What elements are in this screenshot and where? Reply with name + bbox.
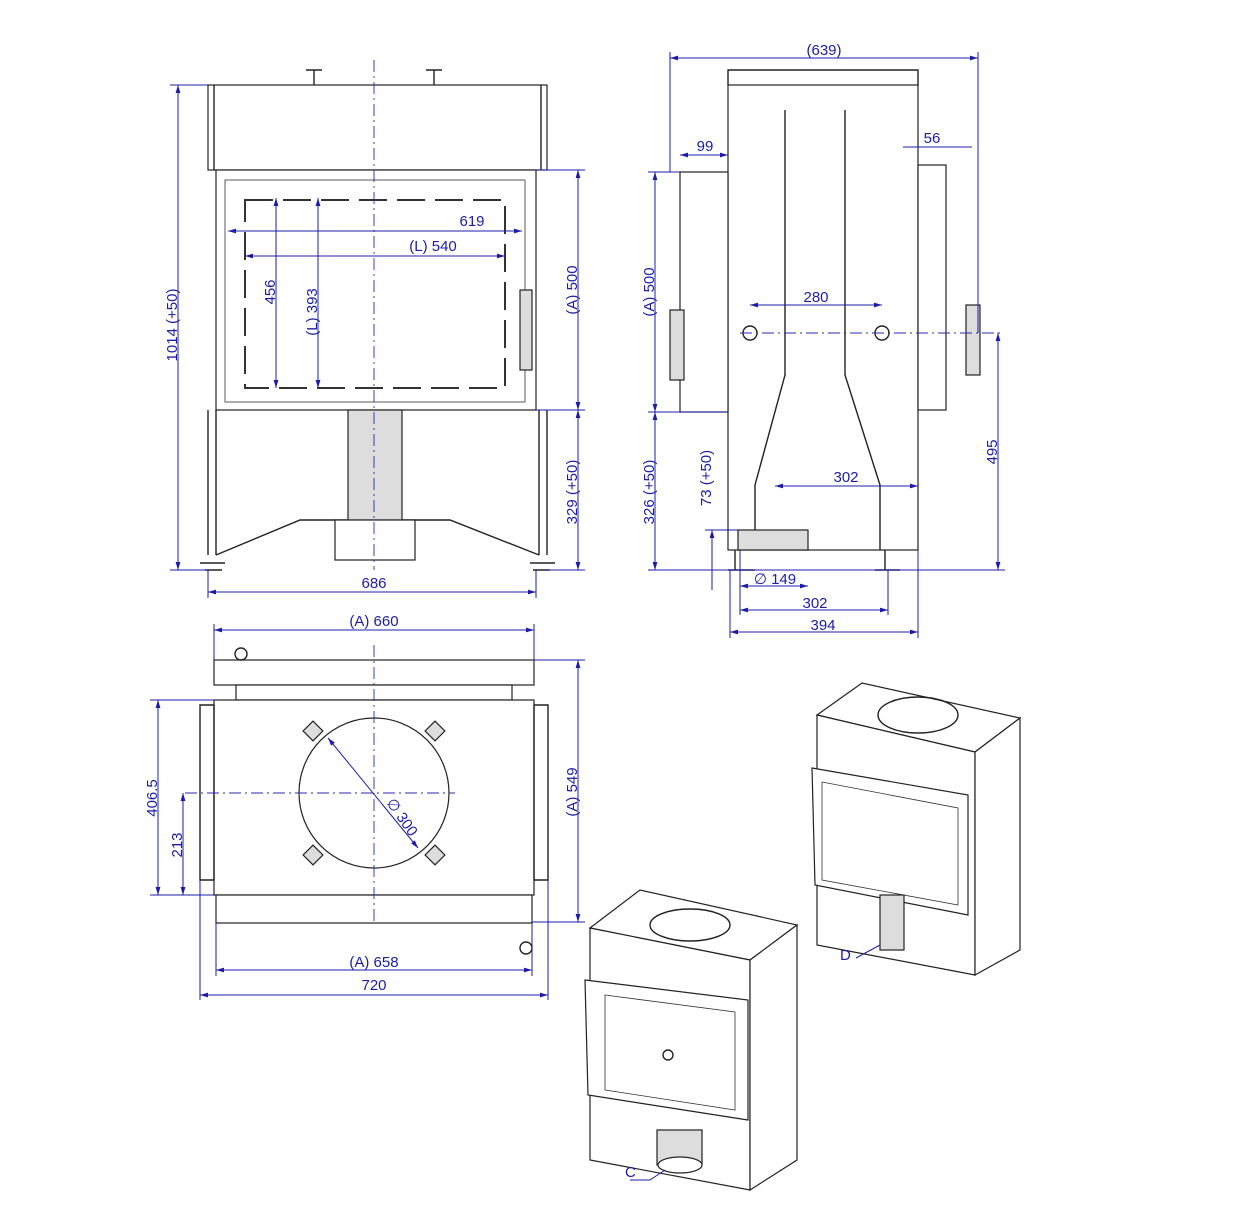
dim-glass-height: 456 — [262, 279, 279, 304]
dim-opening-height: (L) 393 — [304, 288, 321, 336]
label-c: C — [625, 1164, 636, 1181]
side-view-dimensions: (639) 99 56 280 302 495 (A) 500 326 (+50… — [641, 42, 1005, 638]
iso-view-rear: D — [811, 682, 1022, 977]
dim-width-total: 686 — [361, 575, 386, 592]
dim-depth-total: (639) — [806, 42, 841, 59]
iso-view-front: C — [584, 889, 799, 1192]
top-view — [185, 645, 549, 955]
dim-flue-offset: 302 — [833, 469, 858, 486]
dim-opening-width: (L) 540 — [409, 238, 457, 255]
dim-base-height: 329 (+50) — [564, 460, 581, 525]
dim-right-offset: 56 — [924, 130, 941, 147]
dim-air-inlet-height: 73 (+50) — [698, 450, 715, 506]
dim-left-offset: 99 — [697, 138, 714, 155]
dim-side-base-height: 326 (+50) — [641, 460, 658, 525]
dim-width-total: 720 — [361, 977, 386, 994]
dim-glass-width: 619 — [459, 213, 484, 230]
dim-height-total: 1014 (+50) — [164, 289, 181, 362]
dim-depth-total: (A) 549 — [564, 767, 581, 816]
dim-depth-rear: 406.5 — [144, 779, 161, 817]
dim-front-width: (A) 660 — [349, 613, 398, 630]
dim-base-depth: 394 — [810, 617, 835, 634]
dim-side-door-height: (A) 500 — [641, 267, 658, 316]
front-view — [200, 60, 555, 571]
dim-depth-center: 213 — [169, 832, 186, 857]
dim-air-inlet-diameter: ∅ 149 — [754, 571, 796, 588]
dim-door-height: (A) 500 — [564, 265, 581, 314]
dim-air-inlet-offset: 302 — [802, 595, 827, 612]
dim-connector-spacing: 280 — [803, 289, 828, 306]
dim-connector-height: 495 — [984, 439, 1001, 464]
label-d: D — [840, 947, 851, 964]
dim-inner-width: (A) 658 — [349, 954, 398, 971]
front-view-dimensions: 1014 (+50) (A) 500 329 (+50) 686 619 (L)… — [164, 84, 585, 598]
side-view — [669, 69, 981, 571]
